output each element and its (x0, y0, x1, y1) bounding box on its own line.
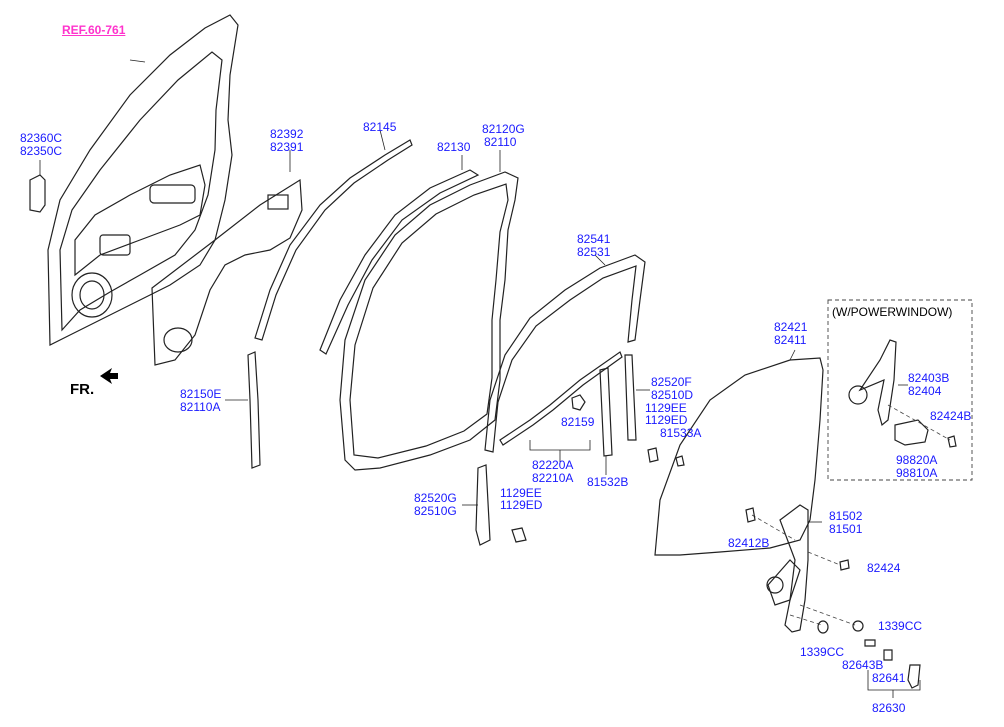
clip-82159 (571, 394, 586, 411)
part-label-82424[interactable]: 82424 (867, 561, 901, 575)
belt-weatherstrip (254, 129, 413, 341)
part-label-82392[interactable]: 82392 (270, 127, 304, 141)
rear-channel (624, 354, 659, 463)
part-label-81533a[interactable]: 81533A (660, 426, 702, 440)
part-label-1129ed-b[interactable]: 1129ED (500, 498, 543, 512)
window-regulator (745, 504, 921, 698)
lower-channel (225, 351, 261, 469)
part-label-82403b[interactable]: 82403B (908, 371, 950, 385)
part-label-82643b[interactable]: 82643B (842, 658, 884, 672)
option-box-title: (W/POWERWINDOW) (832, 305, 953, 319)
part-label-81501[interactable]: 81501 (829, 522, 863, 536)
door-glass (654, 349, 824, 556)
trim-panel (151, 150, 303, 366)
part-label-82220a[interactable]: 82220A (532, 458, 574, 472)
part-label-82120g[interactable]: 82120G (482, 122, 525, 136)
part-label-82159[interactable]: 82159 (561, 415, 595, 429)
part-label-82391[interactable]: 82391 (270, 140, 304, 154)
part-label-82421[interactable]: 82421 (774, 320, 808, 334)
part-label-82404[interactable]: 82404 (908, 384, 942, 398)
part-label-82210a[interactable]: 82210A (532, 471, 574, 485)
part-label-82150e[interactable]: 82150E (180, 387, 222, 401)
rod-81532b (599, 367, 685, 475)
part-label-82541[interactable]: 82541 (577, 232, 611, 246)
part-label-82130[interactable]: 82130 (437, 140, 471, 154)
power-window-box (827, 299, 973, 481)
part-label-82520g[interactable]: 82520G (414, 491, 457, 505)
part-label-1129ee-a[interactable]: 1129EE (645, 401, 687, 415)
part-label-82520f[interactable]: 82520F (651, 375, 692, 389)
part-label-81532b[interactable]: 81532B (587, 475, 629, 489)
glass-run (319, 155, 480, 355)
part-label-1129ed-a[interactable]: 1129ED (645, 413, 688, 427)
front-arrow (100, 368, 118, 384)
part-label-81502[interactable]: 81502 (829, 509, 863, 523)
glass-run-channel (484, 254, 646, 453)
part-label-82531[interactable]: 82531 (577, 245, 611, 259)
inner-weatherstrip (499, 351, 623, 462)
part-label-82110[interactable]: 82110 (484, 135, 517, 149)
part-label-82360c[interactable]: 82360C (20, 131, 63, 145)
part-label-1339cc-b[interactable]: 1339CC (800, 645, 845, 659)
part-label-82510d[interactable]: 82510D (651, 388, 694, 402)
part-label-82145[interactable]: 82145 (363, 120, 397, 134)
part-label-82630[interactable]: 82630 (872, 701, 906, 715)
part-label-82412b[interactable]: 82412B (728, 536, 770, 550)
part-label-82411[interactable]: 82411 (774, 333, 807, 347)
part-label-98820a[interactable]: 98820A (896, 453, 938, 467)
part-label-1129ee-b[interactable]: 1129EE (500, 486, 542, 500)
front-indicator: FR. (70, 381, 95, 398)
reference-label[interactable]: REF.60-761 (62, 23, 126, 37)
part-label-82641[interactable]: 82641 (872, 671, 906, 685)
part-label-82510g[interactable]: 82510G (414, 504, 457, 518)
part-label-82350c[interactable]: 82350C (20, 144, 63, 158)
part-label-1339cc-a[interactable]: 1339CC (878, 619, 923, 633)
front-channel (462, 464, 527, 546)
door-shell (47, 14, 239, 346)
part-label-98810a[interactable]: 98810A (896, 466, 938, 480)
part-label-82110a[interactable]: 82110A (180, 400, 221, 414)
door-seal (339, 150, 519, 471)
part-label-82424b[interactable]: 82424B (930, 409, 972, 423)
bracket-82360c (29, 160, 46, 213)
